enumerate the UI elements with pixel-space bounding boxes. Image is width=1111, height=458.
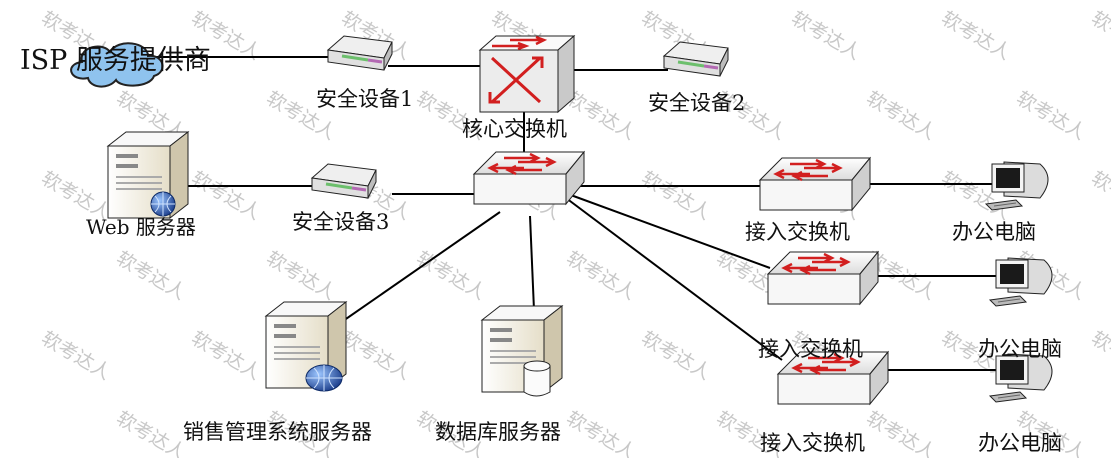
link-switch-access2 [567,193,771,269]
watermark-text: 软考达人 [413,247,490,304]
watermark-text: 软考达人 [188,327,265,384]
watermark-text: 软考达人 [638,327,715,384]
watermark-text: 软考达人 [1088,327,1111,384]
web-server-icon [107,131,189,219]
watermark-text: 软考达人 [113,407,190,458]
watermark-text: 软考达人 [938,7,1015,64]
link-switch-sales [329,211,501,331]
label-access-switch-1: 接入交换机 [745,220,850,244]
cloud-icon [70,42,164,88]
watermark-text: 软考达人 [113,247,190,304]
label-core-switch: 核心交换机 [462,117,567,141]
connection-lines [128,56,1004,371]
watermark-text: 软考达人 [788,7,865,64]
security-device-2-icon [662,40,730,78]
link-switch-access3 [565,197,783,361]
watermark-text: 软考达人 [188,167,265,224]
watermark-text: 软考达人 [338,327,415,384]
watermark-text: 软考达人 [38,327,115,384]
security-device-1-icon [326,34,394,72]
watermark-text: 软考达人 [863,87,940,144]
watermark-text: 软考达人 [638,167,715,224]
access-switch-2-icon [766,250,880,306]
label-office-pc-2: 办公电脑 [978,337,1062,361]
label-security-3: 安全设备3 [292,210,390,234]
label-web-server: Web 服务器 [86,215,196,239]
watermark-text: 软考达人 [1088,7,1111,64]
label-sales-server: 销售管理系统服务器 [183,420,372,444]
sales-server-icon [265,301,347,392]
watermark-text: 软考达人 [1013,87,1090,144]
label-access-switch-2: 接入交换机 [758,337,863,361]
distribution-switch-icon [472,150,586,206]
database-server-icon [481,305,563,397]
label-db-server: 数据库服务器 [435,420,561,444]
office-pc-1-icon [985,161,1049,211]
label-isp: ISP 服务提供商 [20,45,211,76]
watermark-text: 软考达人 [563,407,640,458]
watermark-text: 软考达人 [1088,167,1111,224]
label-access-switch-3: 接入交换机 [760,431,865,455]
label-security-1: 安全设备1 [316,87,414,111]
core-switch-icon [478,34,576,114]
security-device-3-icon [310,162,378,200]
label-security-2: 安全设备2 [648,91,746,115]
label-office-pc-1: 办公电脑 [952,220,1036,244]
watermark-text: 软考达人 [263,247,340,304]
watermark-text: 软考达人 [563,247,640,304]
watermark-text: 软考达人 [863,407,940,458]
label-office-pc-3: 办公电脑 [978,431,1062,455]
access-switch-1-icon [758,156,872,212]
office-pc-2-icon [989,257,1053,307]
link-switch-db [529,215,535,311]
